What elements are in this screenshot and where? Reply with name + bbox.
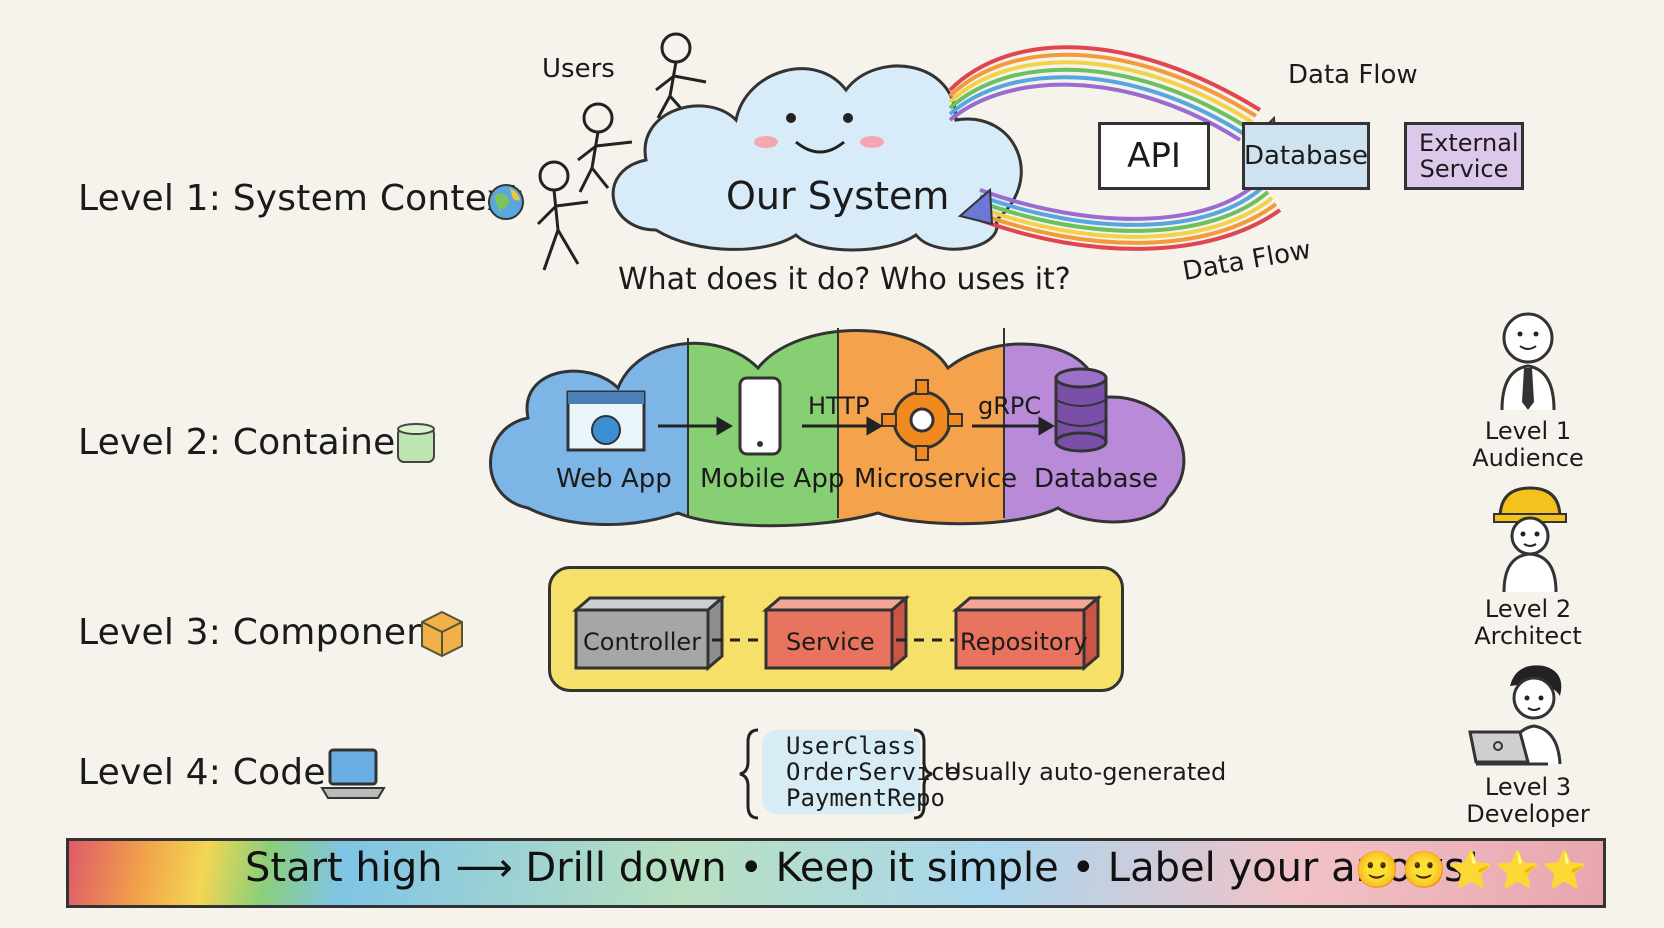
container-cloud: [489, 328, 1186, 528]
level-2-label: Level 2: Container: [78, 422, 411, 463]
code-braces: [739, 728, 933, 820]
component-repository: Repository: [960, 628, 1088, 656]
protocol-http: HTTP: [808, 392, 870, 420]
database-cylinder-icon: [1054, 367, 1108, 453]
question-text: What does it do? Who uses it?: [618, 262, 1071, 297]
browser-icon: [566, 390, 646, 452]
phone-icon: [738, 376, 782, 456]
banner-text: Start high ⟶ Drill down • Keep it simple…: [245, 845, 1481, 891]
code-note: Usually auto-generated: [944, 758, 1227, 786]
code-class-list: UserClass OrderService PaymentRepo: [762, 730, 959, 814]
system-label: Our System: [726, 174, 950, 218]
laptop-icon: [320, 746, 386, 806]
data-flow-top-label: Data Flow: [1288, 60, 1418, 90]
protocol-grpc: gRPC: [978, 392, 1042, 420]
cube-icon: [418, 608, 466, 662]
globe-icon: [486, 182, 526, 226]
container-web-app: Web App: [556, 464, 672, 494]
users-label: Users: [542, 54, 615, 84]
level-3-label: Level 3: Component: [78, 612, 444, 653]
code-class-item: UserClass: [786, 732, 917, 760]
level-1-label: Level 1: System Context: [78, 178, 523, 219]
container-microservice: Microservice: [854, 464, 1018, 494]
container-icon: [394, 420, 438, 470]
database-box: Database: [1242, 122, 1370, 190]
our-system-cloud: [611, 64, 1023, 252]
external-service-box: External Service: [1404, 122, 1524, 190]
level-4-label: Level 4: Code: [78, 752, 326, 793]
component-boxes: [571, 594, 1103, 672]
component-service: Service: [786, 628, 875, 656]
architect-hardhat-icon: [1493, 486, 1567, 593]
banner-emoji: 🙂🙂⭐⭐⭐: [1354, 850, 1589, 891]
developer-laptop-icon: [1468, 665, 1562, 766]
tips-banner: Start high ⟶ Drill down • Keep it simple…: [66, 838, 1606, 908]
users-stick-figures: [536, 32, 707, 271]
component-controller: Controller: [583, 628, 702, 656]
data-flow-arrows: [948, 45, 1282, 251]
gear-icon: [881, 379, 963, 461]
container-database: Database: [1034, 464, 1159, 494]
api-box: API: [1098, 122, 1210, 190]
container-mobile-app: Mobile App: [700, 464, 845, 494]
code-class-item: PaymentRepo: [786, 784, 945, 812]
audience-person-icon: [1500, 312, 1556, 411]
